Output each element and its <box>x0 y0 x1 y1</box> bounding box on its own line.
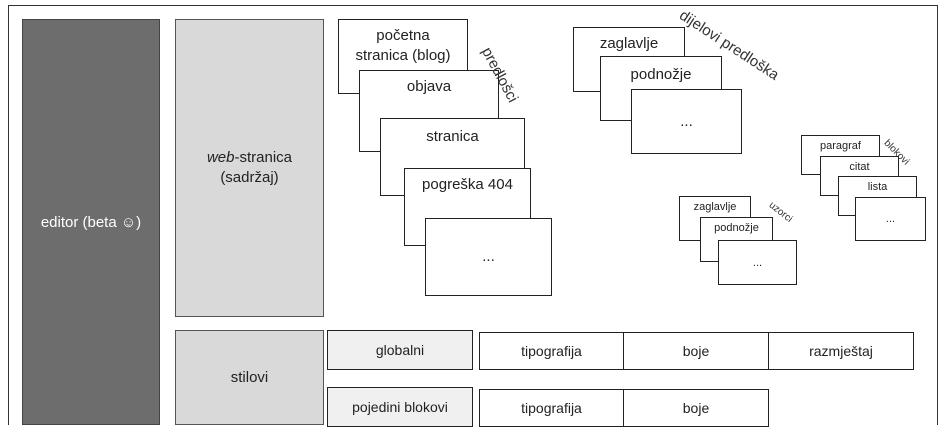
web-page-block: web-stranica(sadržaj) <box>175 19 324 317</box>
styles-block: stilovi <box>175 330 324 425</box>
template-part-more: ... <box>631 89 742 154</box>
styles-global-colors: boje <box>623 332 769 370</box>
styles-label: stilovi <box>230 369 269 386</box>
template-more: ... <box>425 218 552 296</box>
diagram-frame <box>8 5 938 425</box>
styles-per-block-colors: boje <box>623 389 769 427</box>
editor-label: editor (beta ☺) <box>40 213 142 231</box>
block-more: ... <box>855 197 926 241</box>
styles-global-layout: razmještaj <box>768 332 914 370</box>
web-page-label: web-stranica(sadržaj) <box>206 149 293 186</box>
styles-global-typography: tipografija <box>479 332 624 370</box>
pattern-more: ... <box>718 240 797 285</box>
styles-per-block: pojedini blokovi <box>327 387 473 427</box>
editor-block: editor (beta ☺) <box>22 19 160 425</box>
styles-global: globalni <box>327 330 473 370</box>
styles-per-block-typography: tipografija <box>479 389 624 427</box>
